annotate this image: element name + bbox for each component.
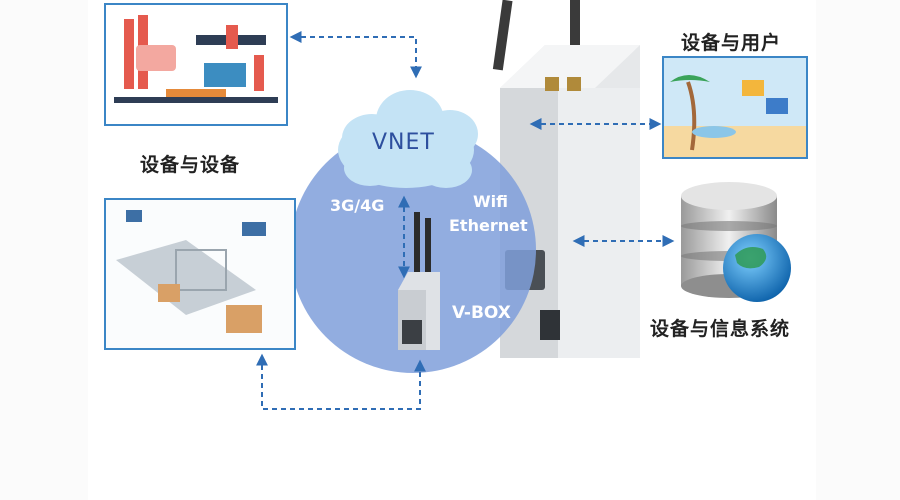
left-margin bbox=[0, 0, 88, 500]
label-device-to-info-system: 设备与信息系统 bbox=[650, 318, 791, 340]
link-machine-to-cloud bbox=[289, 31, 422, 79]
factory-conveyor-illustration bbox=[104, 198, 296, 350]
cloud-label: VNET bbox=[372, 130, 435, 155]
database-globe-icon bbox=[681, 182, 791, 302]
network-circle bbox=[290, 127, 536, 373]
beach-user-illustration bbox=[662, 56, 808, 159]
label-device-to-user: 设备与用户 bbox=[681, 32, 782, 54]
label-device-to-device: 设备与设备 bbox=[140, 154, 241, 176]
vnet-cloud-icon bbox=[338, 90, 478, 188]
industrial-machine-illustration bbox=[104, 3, 288, 126]
gateway-label: V-BOX bbox=[452, 303, 511, 323]
router-hardware-device bbox=[492, 0, 640, 358]
vbox-gateway-device bbox=[398, 212, 440, 350]
right-margin bbox=[816, 0, 900, 500]
ethernet-label: Ethernet bbox=[449, 216, 528, 235]
cellular-label: 3G/4G bbox=[330, 196, 385, 215]
wifi-label: Wifi bbox=[473, 192, 508, 211]
link-factory-to-vbox bbox=[256, 353, 426, 410]
